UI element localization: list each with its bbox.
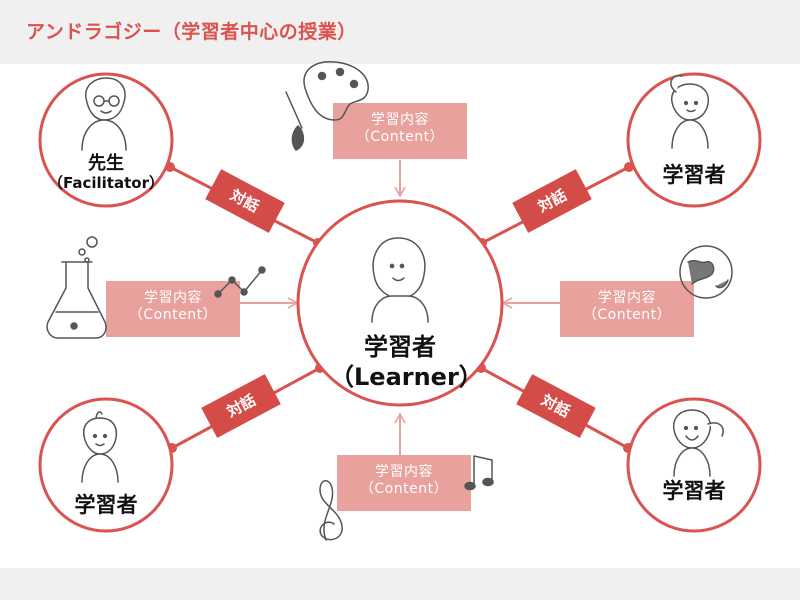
content-box-top xyxy=(333,103,467,159)
content-box-right xyxy=(560,281,694,337)
content-title: 学習内容 xyxy=(375,464,433,480)
content-subtitle: （Content） xyxy=(582,306,672,323)
music-note-icon xyxy=(319,455,494,541)
learner-face-icon xyxy=(670,75,710,149)
content-label-right: 学習内容 （Content） xyxy=(560,290,694,324)
content-title: 学習内容 xyxy=(371,112,429,128)
header-band xyxy=(0,0,800,64)
learner-face-icon xyxy=(371,237,429,323)
dialogue-box-teacher xyxy=(205,169,285,233)
line-graph-icon xyxy=(214,266,266,298)
learner-label-bottom-right: 学習者 xyxy=(662,479,726,503)
learner-label-bottom-left: 学習者 xyxy=(74,493,138,517)
teacher-face-icon xyxy=(81,77,127,151)
content-box-bottom xyxy=(337,455,471,511)
dialogue-boxes xyxy=(201,169,596,438)
content-title: 学習内容 xyxy=(598,290,656,306)
content-label-left: 学習内容 （Content） xyxy=(106,290,240,324)
learner-face-icon xyxy=(81,411,119,483)
center-learner-title: 学習者 xyxy=(364,333,436,361)
globe-icon xyxy=(679,245,733,299)
content-subtitle: （Content） xyxy=(359,480,449,497)
teacher-title: 先生 xyxy=(88,153,124,174)
dialogue-box-top-right xyxy=(512,169,592,233)
teacher-subtitle: （Facilitator） xyxy=(48,173,164,192)
paint-palette-icon xyxy=(285,61,369,151)
dialogue-box-bottom-left xyxy=(201,374,281,438)
content-subtitle: （Content） xyxy=(128,306,218,323)
flask-icon xyxy=(46,236,107,339)
center-learner-label: 学習者 （Learner） xyxy=(330,332,483,392)
footer-band xyxy=(0,568,800,600)
content-label-bottom: 学習内容 （Content） xyxy=(337,464,471,498)
page-title: アンドラゴジー（学習者中心の授業） xyxy=(26,21,357,43)
teacher-label: 先生 （Facilitator） xyxy=(36,153,176,192)
learner-label-top-right: 学習者 xyxy=(662,163,726,187)
content-arrows xyxy=(240,160,560,455)
center-learner-subtitle: （Learner） xyxy=(330,363,483,391)
content-title: 学習内容 xyxy=(144,290,202,306)
content-boxes xyxy=(106,103,694,511)
content-label-top: 学習内容 （Content） xyxy=(333,112,467,146)
learner-face-icon xyxy=(672,409,724,477)
content-subtitle: （Content） xyxy=(355,128,445,145)
dialogue-box-bottom-right xyxy=(516,374,596,438)
